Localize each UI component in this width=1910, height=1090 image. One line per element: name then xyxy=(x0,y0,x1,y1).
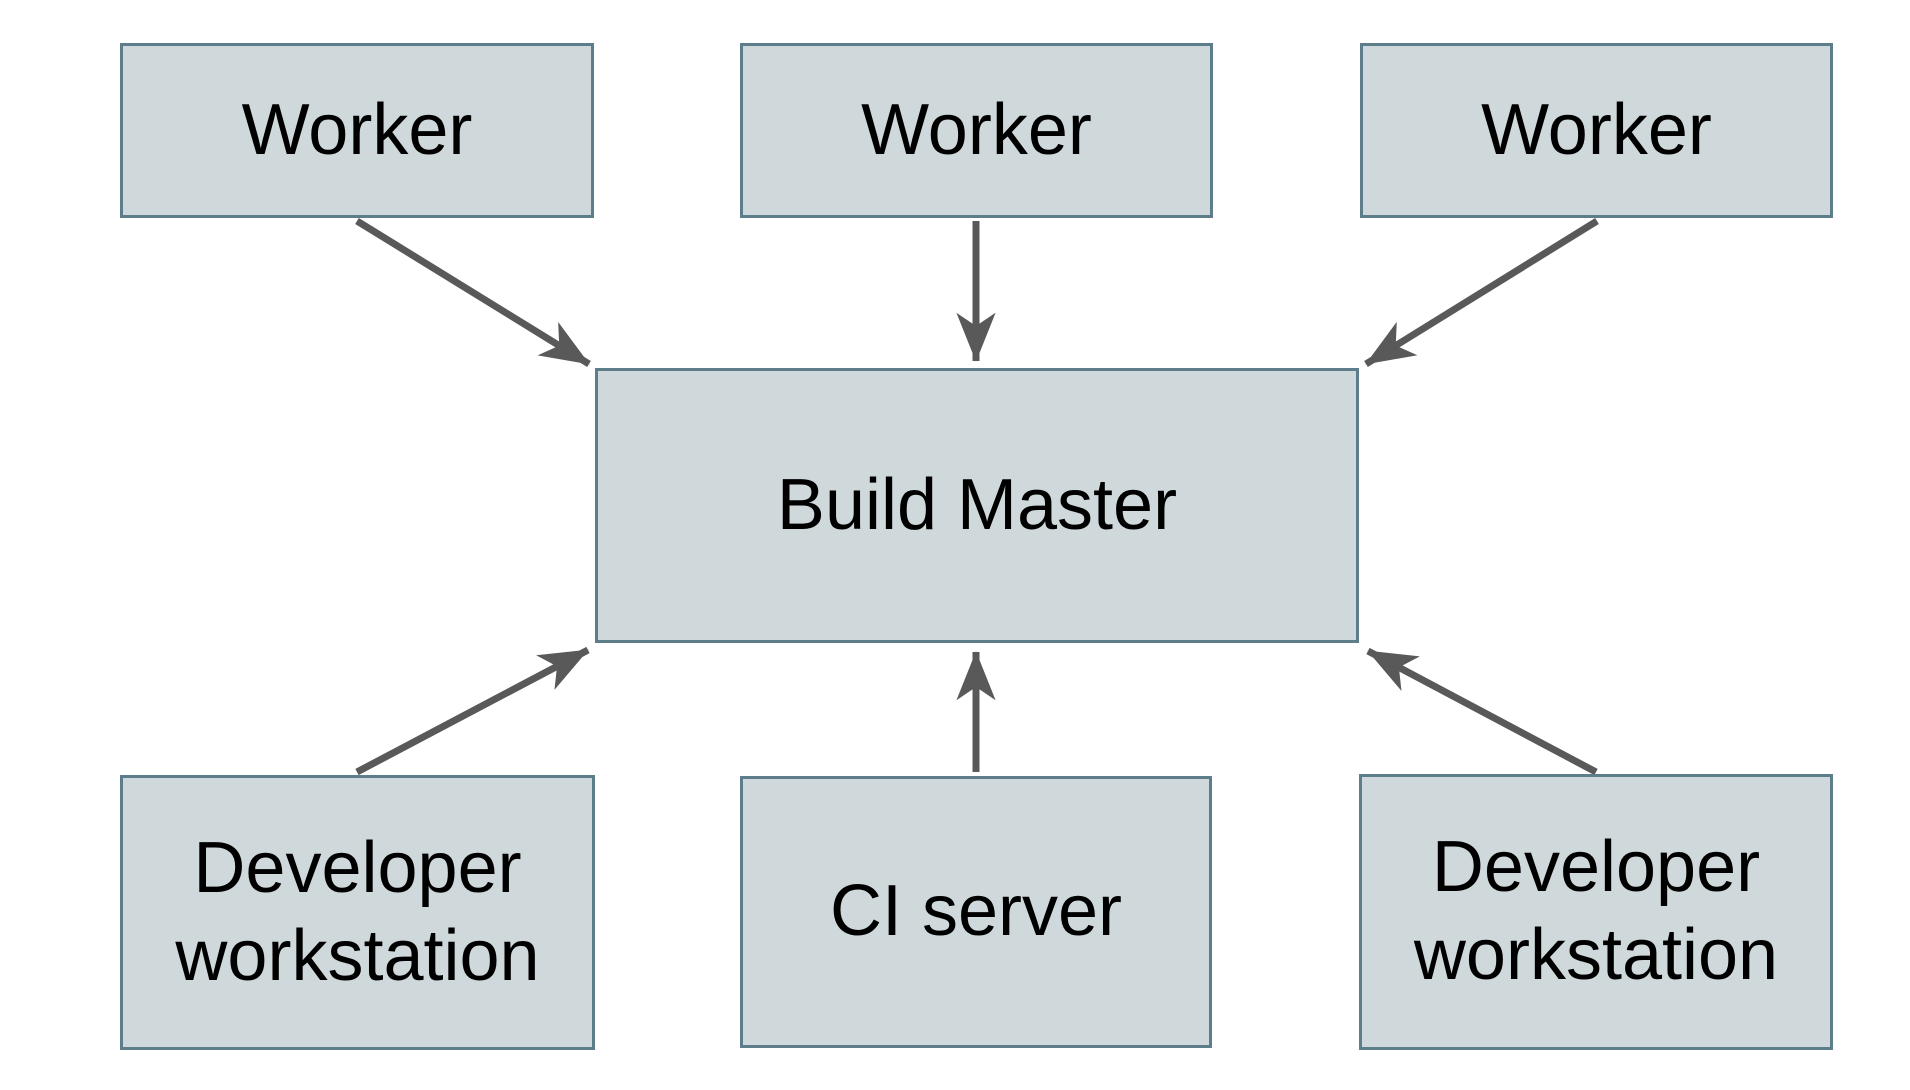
arrow-worker-1-to-build-master xyxy=(355,218,591,367)
arrow-worker-3-to-build-master xyxy=(1364,218,1599,367)
node-label: Developer workstation xyxy=(175,827,540,996)
node-build-master: Build Master xyxy=(595,368,1359,643)
node-label: Build Master xyxy=(776,464,1178,545)
node-worker-1: Worker xyxy=(120,43,594,218)
node-developer-workstation-left: Developer workstation xyxy=(120,775,595,1050)
node-label: Developer workstation xyxy=(1413,827,1779,995)
node-developer-workstation-right: Developer workstation xyxy=(1359,774,1833,1050)
node-label: Worker xyxy=(861,89,1092,170)
node-worker-2: Worker xyxy=(740,43,1213,218)
arrow-developer-workstation-left-to-build-master xyxy=(355,646,590,776)
node-label: Worker xyxy=(241,89,473,170)
arrow-developer-workstation-right-to-build-master xyxy=(1366,647,1598,776)
node-ci-server: CI server xyxy=(740,776,1212,1048)
node-worker-3: Worker xyxy=(1360,43,1833,218)
node-label: CI server xyxy=(829,871,1123,952)
node-label: Worker xyxy=(1481,89,1712,170)
